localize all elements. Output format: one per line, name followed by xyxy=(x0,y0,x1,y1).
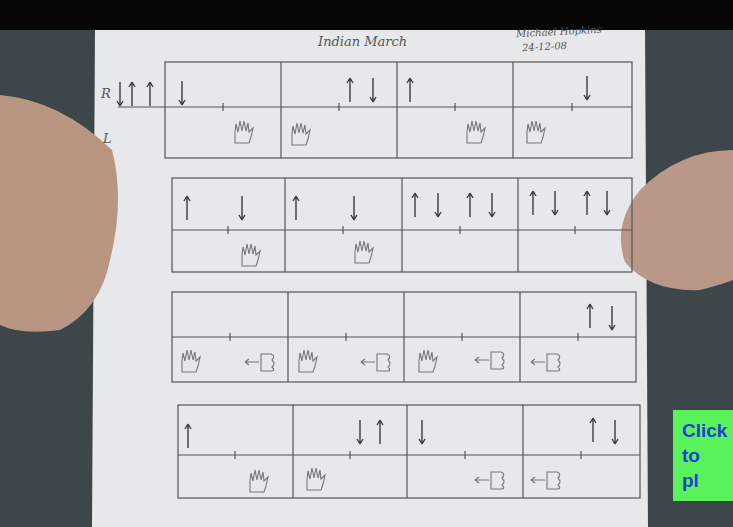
handwritten-label: 24-12-08 xyxy=(522,40,567,53)
sheet-title: Indian March xyxy=(318,34,407,49)
handwritten-label: R xyxy=(101,86,111,101)
play-button: Click to pl xyxy=(673,410,733,501)
button-text: Click to pl xyxy=(682,418,729,493)
handwritten-label: L xyxy=(103,131,112,146)
